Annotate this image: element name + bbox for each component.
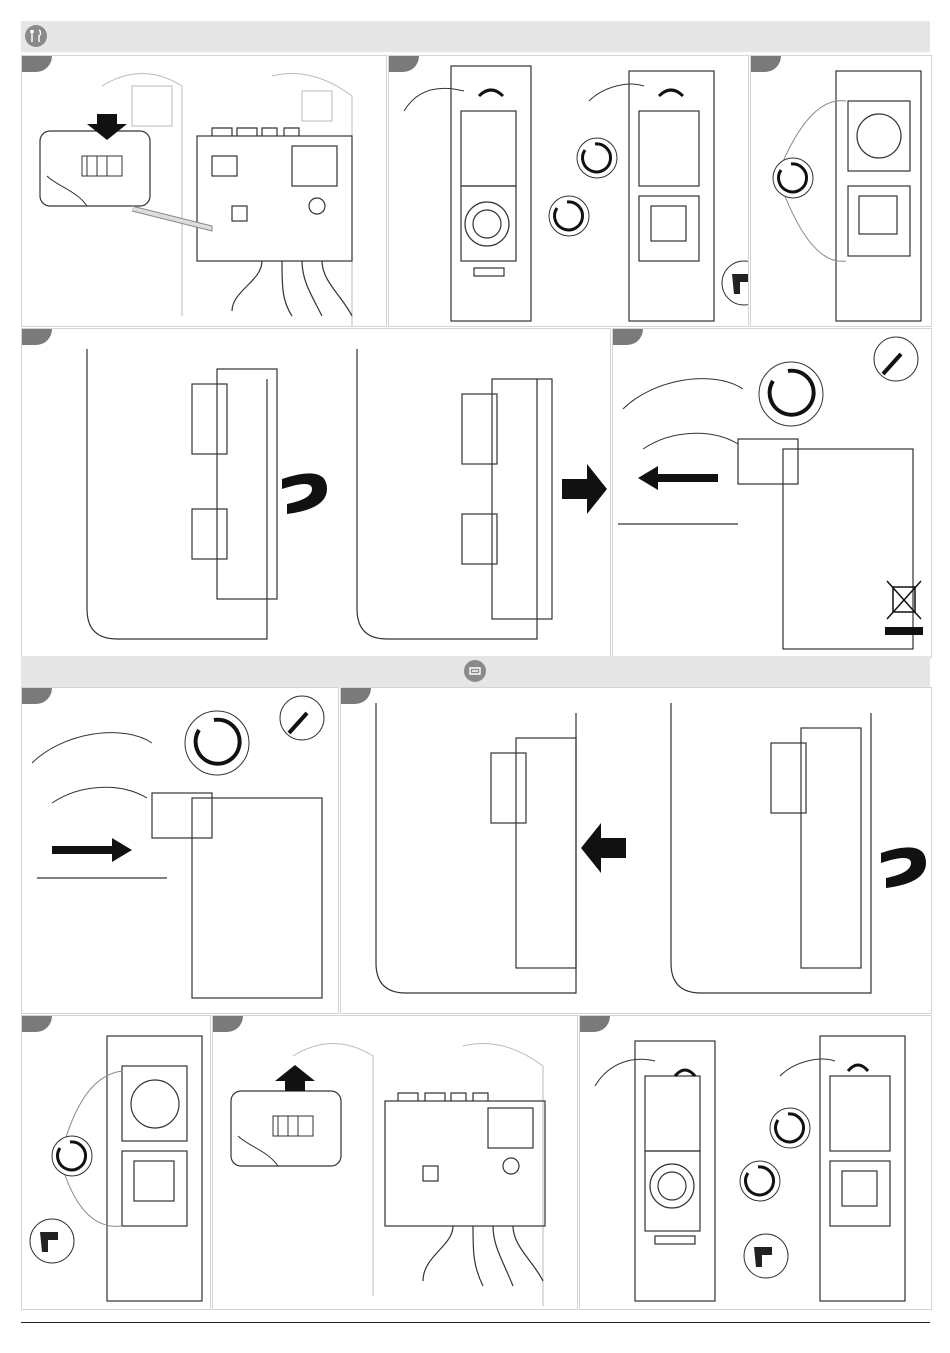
screw-icon [773, 158, 813, 198]
curved-arrow-icon [282, 473, 327, 514]
step-insert-new-socket [21, 687, 339, 1014]
arrow-up-icon [275, 1065, 315, 1091]
section-header-installation [21, 656, 930, 687]
hand-icon [231, 1091, 341, 1166]
rotate-arrow-icon [479, 90, 503, 96]
step-close-cover [579, 1015, 932, 1310]
hand-icon [40, 131, 212, 231]
screw-icon [740, 1108, 810, 1201]
hand-icon [32, 733, 152, 803]
step-slide-in-and-swing [340, 687, 932, 1014]
arrow-right-icon [562, 464, 607, 514]
screw-icon [759, 362, 823, 426]
circuit-board-icon [385, 1093, 545, 1286]
screw-icon [52, 1136, 92, 1176]
step-unscrew-socket-plate [750, 55, 932, 327]
arrow-left-icon [638, 466, 718, 490]
rotate-arrow-icon [675, 1070, 695, 1076]
step-open-cover [388, 55, 749, 327]
curved-arrow-icon [881, 847, 926, 888]
step-swing-and-slide-out [21, 328, 611, 658]
hand-icon [623, 379, 743, 449]
screwdriver-icon [280, 696, 324, 740]
arrow-left-icon [581, 823, 626, 873]
drill-icon [30, 1219, 74, 1263]
tools-icon [25, 25, 47, 47]
step-disconnect-connector [21, 55, 387, 327]
rotate-arrow-icon [848, 1065, 868, 1071]
footer-rule [21, 1322, 930, 1323]
screw-icon [185, 711, 249, 775]
step-connect-connector [212, 1015, 578, 1310]
drill-icon [744, 1234, 788, 1278]
section-header-removal [21, 21, 930, 52]
step-remove-socket [612, 328, 932, 658]
hand-icon [404, 84, 644, 111]
step-screw-socket-plate [21, 1015, 211, 1310]
drill-icon [722, 261, 748, 305]
arrow-right-icon [52, 838, 132, 862]
weee-disposal-icon [885, 581, 923, 635]
screw-icon [549, 138, 617, 236]
replace-icon [464, 660, 486, 682]
circuit-board-icon [197, 128, 352, 316]
rotate-arrow-icon [659, 90, 683, 96]
screwdriver-icon [874, 337, 918, 381]
